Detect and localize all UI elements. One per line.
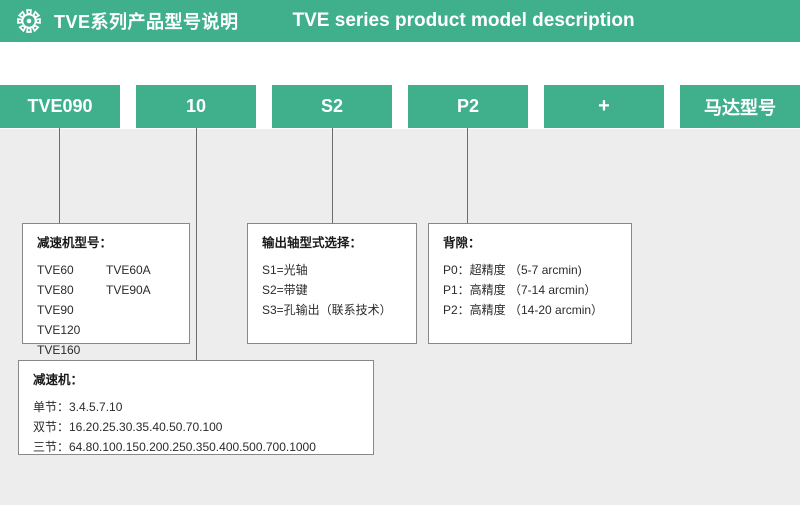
connector-line-backlash — [467, 128, 468, 223]
connector-line-shaft — [332, 128, 333, 223]
model-cell — [106, 340, 175, 360]
page-title-en: TVE series product model description — [292, 10, 635, 31]
code-box-ratio[interactable]: 10 — [136, 85, 256, 128]
list-item: S1=光轴 — [262, 263, 308, 277]
info-box-shaft-title: 输出轴型式选择： — [262, 236, 363, 250]
list-item: P0：超精度 （5-7 arcmin) — [443, 263, 582, 277]
connector-line-ratio — [196, 128, 197, 360]
list-item: 双节：16.20.25.30.35.40.50.70.100 — [33, 420, 223, 434]
info-box-backlash-title: 背隙： — [443, 236, 481, 250]
list-item: S3=孔输出（联系技术） — [262, 303, 392, 317]
model-cell — [106, 320, 175, 340]
model-cell: TVE160 — [37, 343, 81, 357]
info-box-shaft: 输出轴型式选择： S1=光轴 S2=带键 S3=孔输出（联系技术） — [247, 223, 417, 344]
code-box-motor[interactable]: 马达型号 — [680, 85, 800, 128]
info-box-backlash: 背隙： P0：超精度 （5-7 arcmin) P1：高精度 （7-14 arc… — [428, 223, 632, 344]
info-box-model: 减速机型号： TVE60 TVE60A TVE80 TVE90A TVE90 T… — [22, 223, 190, 357]
model-cell: TVE120 — [37, 323, 81, 337]
info-box-model-title: 减速机型号： — [37, 236, 113, 250]
code-box-backlash[interactable]: P2 — [408, 85, 528, 128]
model-code-row: TVE090 10 S2 P2 + 马达型号 — [0, 85, 800, 128]
gear-icon — [14, 6, 44, 36]
model-cell: TVE90A — [106, 283, 151, 297]
model-cell: TVE80 — [37, 283, 74, 297]
info-box-ratio-title: 减速机： — [33, 373, 84, 387]
list-item: S2=带键 — [262, 283, 308, 297]
table-row: TVE90 — [37, 300, 175, 320]
connector-line-model — [59, 128, 60, 223]
list-item: P1：高精度 （7-14 arcmin） — [443, 283, 597, 297]
model-cell: TVE60A — [106, 263, 151, 277]
page-header: TVE系列产品型号说明 TVE series product model des… — [0, 0, 800, 42]
table-row: TVE160 — [37, 340, 175, 360]
page-title-cn: TVE系列产品型号说明 — [54, 12, 239, 32]
code-box-model[interactable]: TVE090 — [0, 85, 120, 128]
list-item: 单节：3.4.5.7.10 — [33, 400, 123, 414]
table-row: TVE80 TVE90A — [37, 280, 175, 300]
table-row: TVE60 TVE60A — [37, 260, 175, 280]
model-cell — [106, 300, 175, 320]
list-item: 三节：64.80.100.150.200.250.350.400.500.700… — [33, 440, 316, 454]
code-band-background — [0, 42, 800, 129]
code-box-plus[interactable]: + — [544, 85, 664, 128]
model-cell: TVE90 — [37, 303, 74, 317]
list-item: P2：高精度 （14-20 arcmin） — [443, 303, 604, 317]
model-cell: TVE60 — [37, 263, 74, 277]
table-row: TVE120 — [37, 320, 175, 340]
info-box-ratio: 减速机： 单节：3.4.5.7.10 双节：16.20.25.30.35.40.… — [18, 360, 374, 455]
code-box-shaft[interactable]: S2 — [272, 85, 392, 128]
